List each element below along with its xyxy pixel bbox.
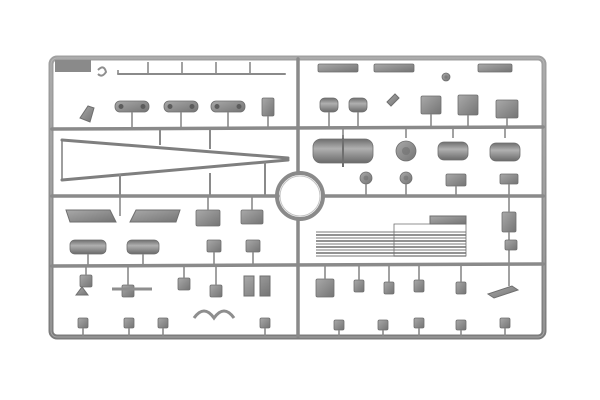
small-part	[413, 279, 425, 293]
box-part	[499, 173, 519, 185]
small-part	[177, 277, 191, 291]
small-part	[383, 281, 395, 295]
small-part	[75, 286, 89, 296]
box-part	[206, 239, 222, 253]
ribbed-panel-part	[316, 231, 466, 257]
v-rod-part	[60, 138, 290, 182]
box-part	[504, 239, 518, 251]
spring-part	[192, 309, 236, 321]
name-tag-plate	[55, 60, 91, 72]
small-part	[121, 284, 135, 298]
box-part	[195, 209, 221, 227]
small-part	[499, 317, 511, 329]
bar-part	[477, 63, 513, 73]
plate-part	[65, 209, 117, 223]
small-part	[413, 317, 425, 329]
box-part	[457, 94, 479, 116]
clip-part	[386, 93, 400, 107]
box-part	[495, 99, 519, 119]
plate-part	[129, 209, 181, 223]
box-part	[501, 211, 517, 233]
lever-part	[79, 105, 95, 123]
small-part	[377, 319, 389, 331]
small-part	[157, 317, 169, 329]
small-part	[79, 274, 93, 288]
bar-part	[317, 63, 359, 73]
cylinder-part	[348, 97, 368, 113]
cylinder-part	[319, 97, 339, 113]
drum-part	[489, 142, 521, 162]
small-part	[353, 279, 365, 293]
small-part	[455, 319, 467, 331]
small-part	[333, 319, 345, 331]
small-part	[259, 317, 271, 329]
box-part	[445, 173, 467, 187]
hook-part	[97, 66, 108, 77]
drum-part	[437, 141, 469, 161]
parts-layer	[65, 62, 521, 336]
small-part	[455, 281, 467, 295]
small-part	[209, 284, 223, 298]
lever-part	[486, 285, 520, 299]
box-part	[240, 209, 264, 225]
center-ring	[275, 171, 325, 221]
bracket-part	[261, 97, 275, 117]
cylinder-part	[126, 239, 160, 255]
box-part	[420, 95, 442, 115]
cylinder-part	[69, 239, 107, 255]
small-part	[123, 317, 135, 329]
small-part	[77, 317, 89, 329]
bracket-pair-part	[243, 275, 271, 297]
box-part	[245, 239, 261, 253]
bar-part	[373, 63, 415, 73]
box-part	[315, 278, 335, 298]
